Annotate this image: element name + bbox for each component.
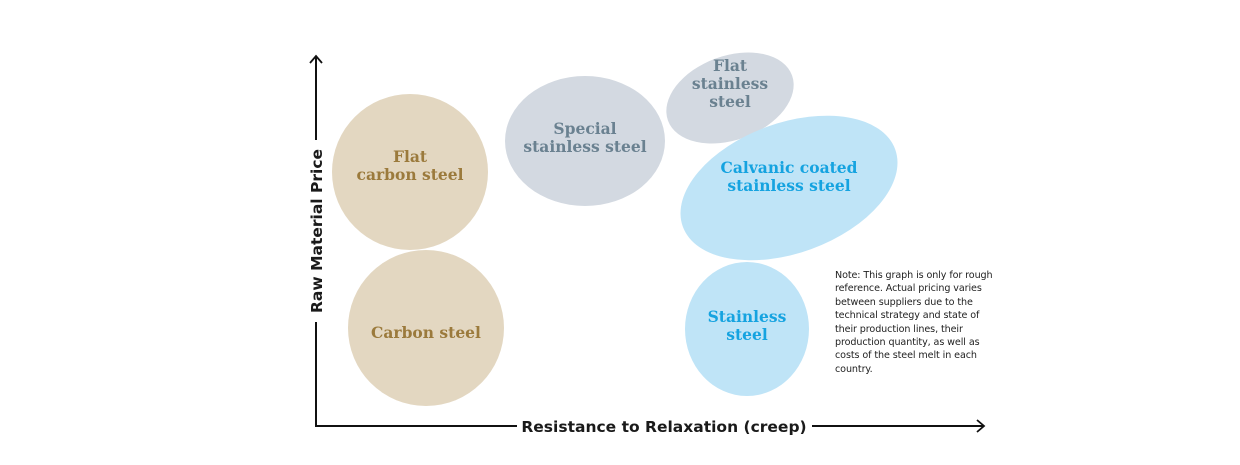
y-axis-label: Raw Material Price — [308, 149, 326, 313]
x-axis-label: Resistance to Relaxation (creep) — [521, 418, 806, 436]
bubble-calvanic-coated-stainless-steel — [680, 115, 898, 261]
bubble-label-flat-carbon-steel: carbon steel — [357, 165, 464, 184]
bubble-label-carbon-steel: Carbon steel — [371, 323, 481, 342]
bubble-label-stainless-steel: steel — [726, 325, 768, 344]
bubble-label-calvanic-coated-stainless-steel: Calvanic coated — [721, 158, 858, 177]
bubble-label-special-stainless-steel: stainless steel — [523, 137, 646, 156]
y-axis-arrow-icon — [309, 54, 323, 64]
bubble-special-stainless-steel — [505, 76, 665, 206]
bubble-label-special-stainless-steel: Special — [553, 119, 616, 138]
bubble-label-calvanic-coated-stainless-steel: stainless steel — [727, 176, 850, 195]
bubble-flat-carbon-steel — [332, 94, 488, 250]
bubble-stainless-steel — [685, 262, 809, 396]
bubble-label-flat-stainless-steel: Flat — [713, 56, 748, 75]
x-axis-arrow-icon — [976, 419, 986, 433]
bubble-label-flat-stainless-steel: steel — [709, 92, 751, 111]
reference-note: Note: This graph is only for rough refer… — [835, 270, 993, 375]
bubble-flat-stainless-steel — [666, 52, 794, 144]
bubble-label-stainless-steel: Stainless — [708, 307, 787, 326]
bubble-carbon-steel — [348, 250, 504, 406]
bubble-label-flat-carbon-steel: Flat — [393, 147, 428, 166]
bubble-label-flat-stainless-steel: stainless — [692, 74, 769, 93]
